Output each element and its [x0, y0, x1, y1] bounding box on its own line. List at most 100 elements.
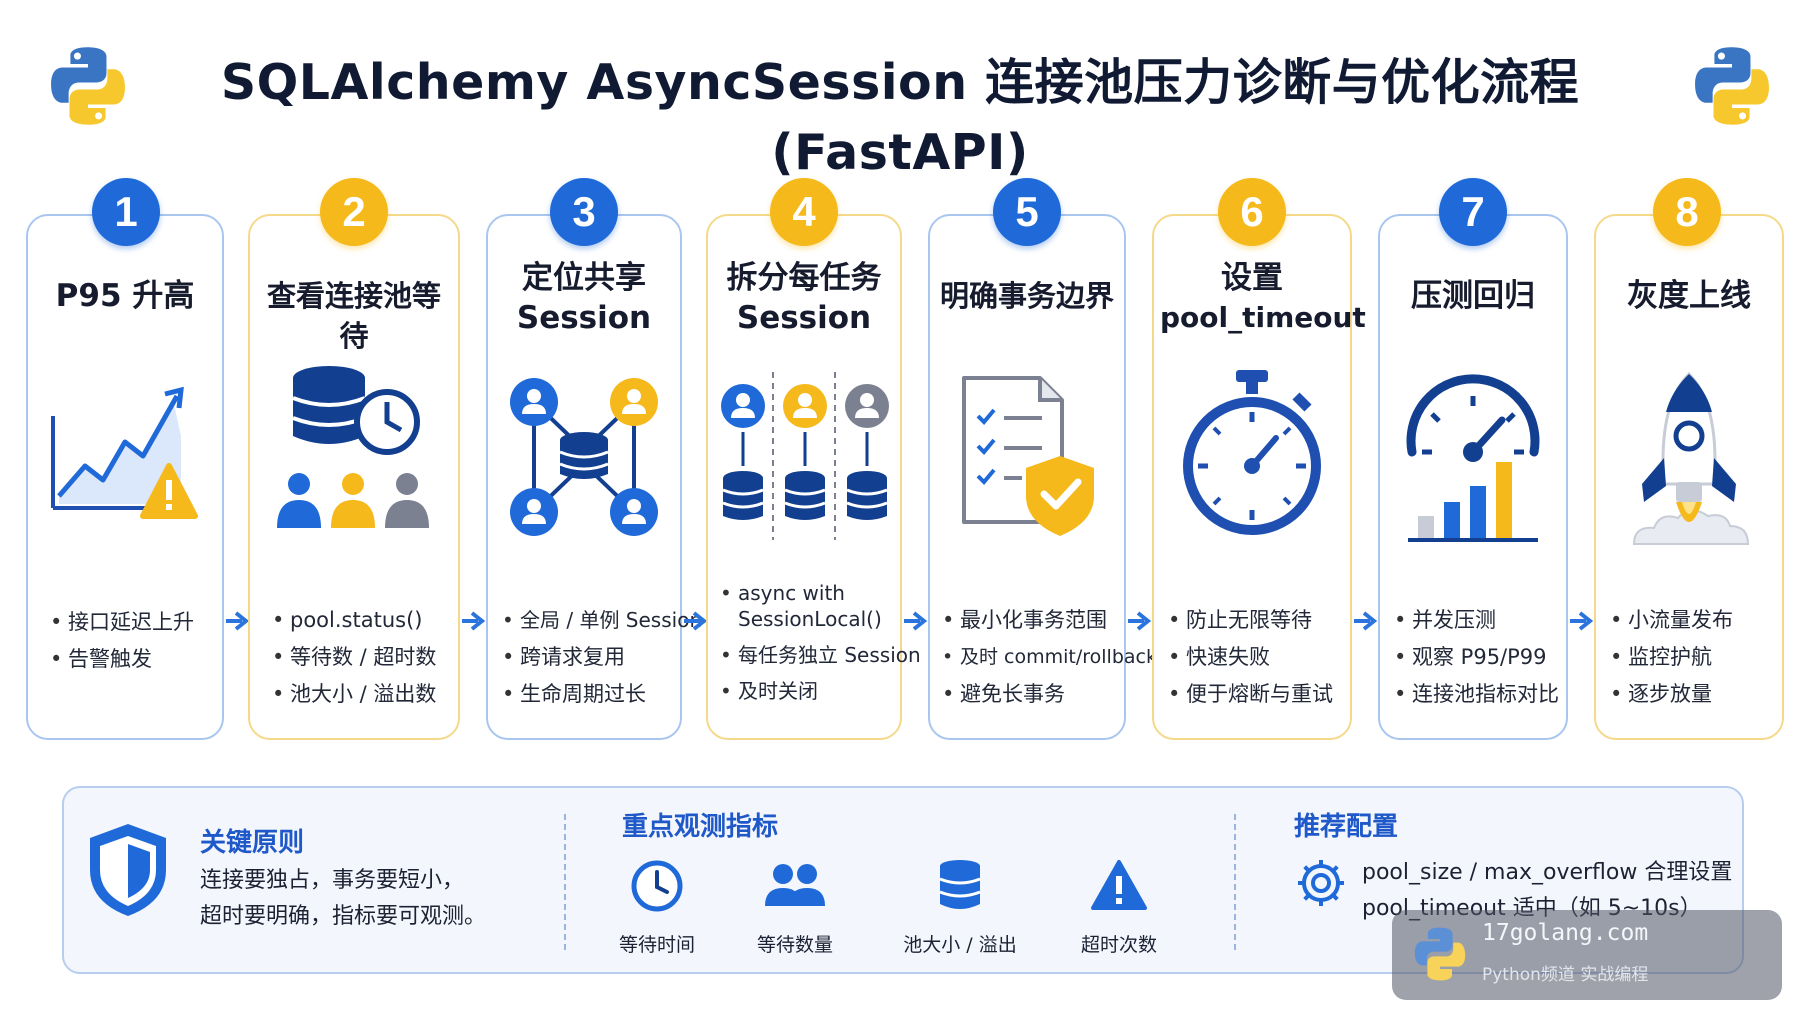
bullet-item: 逐步放量: [1610, 676, 1776, 713]
step-badge-4: 4: [770, 178, 838, 246]
chevron-right-arrow-icon: [226, 611, 250, 631]
step-title-line2: pool_timeout: [1160, 301, 1366, 334]
bullet-item: 等待数 / 超时数: [272, 639, 452, 676]
gauge-bar-chart-icon: [1406, 374, 1540, 542]
bullet-item: 及时 commit/rollback: [942, 639, 1157, 676]
bullet-item: 防止无限等待: [1168, 602, 1344, 639]
step-title-line2: Session: [516, 300, 652, 336]
shared-session-network-icon: [510, 378, 658, 536]
chevron-right-arrow-icon: [904, 611, 928, 631]
step-badge-3: 3: [550, 178, 618, 246]
chevron-right-arrow-icon: [1570, 611, 1594, 631]
watermark-subtitle: Python频道 实战编程: [1482, 965, 1649, 985]
stopwatch-icon: [1183, 370, 1321, 535]
metric-label: 超时次数: [1080, 934, 1157, 956]
bullet-item: async with SessionLocal(): [720, 580, 882, 632]
page-title: SQLAlchemy AsyncSession 连接池压力诊断与优化流程 (Fa…: [220, 54, 1580, 181]
metric-label: 等待时间: [618, 934, 695, 956]
step-title: 压测回归: [1411, 278, 1535, 314]
step-title: 查看连接池等待: [266, 279, 441, 353]
step-bullets: 最小化事务范围 及时 commit/rollback 避免长事务: [942, 602, 1157, 713]
config-title: 推荐配置: [1294, 812, 1399, 842]
watermark: 17golang.com Python频道 实战编程: [1392, 910, 1782, 1000]
bullet-item: 快速失败: [1168, 639, 1344, 676]
principles-line-2: 超时要明确，指标要可观测。: [200, 904, 487, 929]
bullet-item: 及时关闭: [720, 678, 894, 704]
step-bullets: pool.status() 等待数 / 超时数 池大小 / 溢出数: [272, 602, 452, 713]
chevron-right-arrow-icon: [1354, 611, 1378, 631]
metric-pool-overflow: 池大小 / 溢出: [890, 858, 1030, 957]
step-title: 明确事务边界: [939, 279, 1114, 313]
step-card-4: 拆分每任务 Session async with SessionLocal() …: [706, 214, 921, 740]
step-badge-1: 1: [92, 178, 160, 246]
bullet-item: 便于熔断与重试: [1168, 676, 1344, 713]
step-bullets: 并发压测 观察 P95/P99 连接池指标对比: [1394, 602, 1560, 713]
metric-wait-count: 等待数量: [740, 858, 850, 957]
python-logo-icon: [51, 47, 125, 125]
gear-icon: [1298, 860, 1344, 906]
step-bullets: 防止无限等待 快速失败 便于熔断与重试: [1168, 602, 1344, 713]
rocket-icon: [1632, 371, 1750, 545]
principles-title: 关键原则: [200, 828, 305, 858]
divider: [564, 814, 566, 950]
process-steps: P95 升高 接口延迟上升 告警触发 1 查看连接池等待: [0, 178, 1800, 750]
users-icon: [765, 864, 825, 906]
header: SQLAlchemy AsyncSession 连接池压力诊断与优化流程 (Fa…: [0, 30, 1800, 181]
bullet-item: 每任务独立 Session: [720, 642, 921, 668]
step-card-8: 灰度上线 小流量发布 监控护航 逐步放量: [1594, 214, 1784, 740]
step-title: 拆分每任务: [726, 260, 882, 296]
divider: [1234, 814, 1236, 950]
database-icon: [939, 860, 981, 909]
bullet-item: 观察 P95/P99: [1394, 639, 1560, 676]
checklist-shield-icon: [962, 376, 1094, 536]
database-clock-users-icon: [277, 366, 429, 528]
config-line-1: pool_size / max_overflow 合理设置: [1362, 860, 1733, 885]
bullet-item: 池大小 / 溢出数: [272, 676, 452, 713]
metric-wait-time: 等待时间: [602, 858, 712, 957]
metric-timeouts: 超时次数: [1064, 858, 1174, 957]
bullet-item: 最小化事务范围: [942, 602, 1118, 639]
clock-icon: [631, 860, 683, 912]
python-logo-icon: [1695, 47, 1769, 125]
bullet-item: 生命周期过长: [502, 676, 674, 713]
shield-icon: [90, 824, 166, 916]
per-task-session-icon: [721, 372, 889, 540]
step-bullets: 接口延迟上升 告警触发: [50, 604, 216, 678]
rising-chart-warning-icon: [51, 386, 198, 519]
step-badge-7: 7: [1439, 178, 1507, 246]
step-title: 设置: [1221, 260, 1283, 296]
step-card-6: 设置 pool_timeout 防止无限等待 快速失败 便于熔断与重试: [1152, 214, 1366, 740]
bullet-item: 并发压测: [1394, 602, 1560, 639]
chevron-right-arrow-icon: [462, 611, 486, 631]
python-logo-icon: [1414, 927, 1466, 981]
step-card-2: 查看连接池等待 pool.status() 等待数 / 超时数 池大小 / 溢出…: [248, 214, 460, 740]
bullet-item: 全局 / 单例 Session: [502, 602, 702, 639]
metric-label: 池大小 / 溢出: [903, 934, 1017, 956]
step-title-line2: Session: [736, 300, 872, 336]
step-badge-5: 5: [993, 178, 1061, 246]
metrics-title: 重点观测指标: [622, 812, 779, 842]
step-bullets: async with SessionLocal() 每任务独立 Session …: [720, 580, 921, 714]
bullet-item: 连接池指标对比: [1394, 676, 1560, 713]
bullet-item: 小流量发布: [1610, 602, 1776, 639]
step-card-7: 压测回归 并发压测 观察 P95/P99 连接池指标对比: [1378, 214, 1568, 740]
step-title: P95 升高: [55, 278, 195, 314]
step-bullets: 全局 / 单例 Session 跨请求复用 生命周期过长: [502, 602, 702, 713]
step-card-1: P95 升高 接口延迟上升 告警触发: [26, 214, 224, 740]
bullet-item: 监控护航: [1610, 639, 1776, 676]
step-badge-8: 8: [1653, 178, 1721, 246]
step-badge-6: 6: [1218, 178, 1286, 246]
chevron-right-arrow-icon: [1128, 611, 1152, 631]
warning-icon: [1091, 860, 1147, 910]
step-title: 定位共享: [522, 260, 646, 296]
bullet-item: 跨请求复用: [502, 639, 674, 676]
step-bullets: 小流量发布 监控护航 逐步放量: [1610, 602, 1776, 713]
step-card-5: 明确事务边界 最小化事务范围 及时 commit/rollback 避免长事务: [928, 214, 1157, 740]
watermark-site: 17golang.com: [1482, 920, 1649, 946]
bullet-item: 接口延迟上升: [50, 604, 216, 641]
step-title: 灰度上线: [1627, 278, 1751, 314]
bullet-item: 避免长事务: [942, 676, 1118, 713]
bullet-item: pool.status(): [272, 602, 452, 639]
chevron-right-arrow-icon: [684, 611, 708, 631]
metric-label: 等待数量: [756, 934, 833, 956]
